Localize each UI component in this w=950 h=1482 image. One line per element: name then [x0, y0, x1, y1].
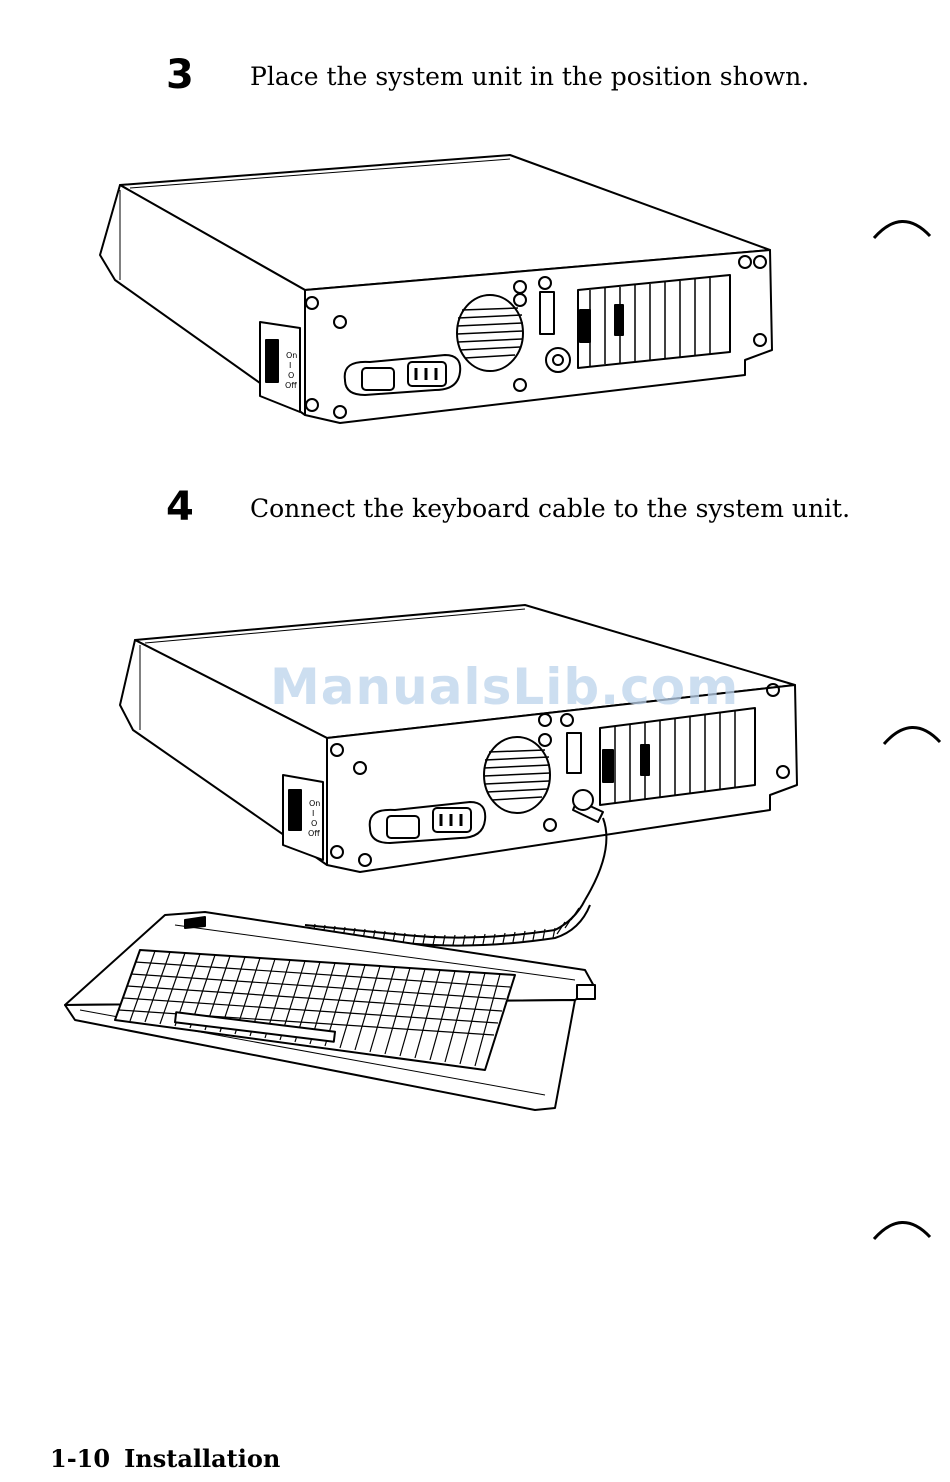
section-name: Installation [124, 1444, 280, 1473]
page-number: 1-10 [50, 1444, 110, 1473]
step-3-number: 3 [166, 55, 194, 95]
switch-label-one: I [289, 361, 291, 370]
switch-label-zero: O [288, 371, 294, 380]
switch-label-one-2: I [312, 809, 314, 818]
section-tab-mark-icon [882, 718, 942, 748]
switch-label-on-2: On [309, 799, 320, 808]
section-tab-mark-icon [872, 1213, 932, 1243]
section-tab-mark-icon [872, 212, 932, 242]
switch-label-off-2: Off [308, 829, 320, 838]
step-4-text: Connect the keyboard cable to the system… [250, 494, 850, 524]
step-3-text: Place the system unit in the position sh… [250, 62, 809, 92]
system-unit-rear-illustration: On I O Off [90, 150, 790, 435]
switch-label-zero-2: O [311, 819, 317, 828]
switch-label-off: Off [285, 381, 297, 390]
step-4-number: 4 [166, 487, 194, 527]
switch-label-on: On [286, 351, 297, 360]
watermark: ManualsLib.com [270, 658, 739, 716]
page-footer: 1-10 Installation [50, 1444, 280, 1473]
